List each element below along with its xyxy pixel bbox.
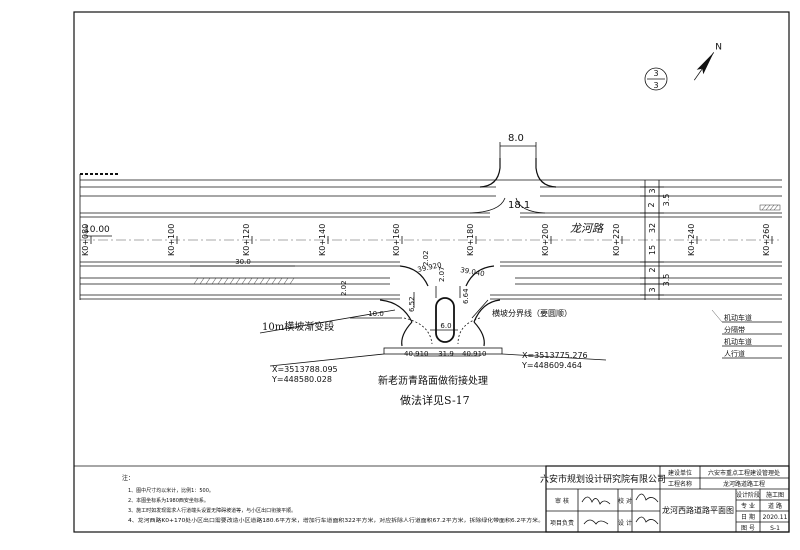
note-2: 2、本图坐标系为1980西安坐标系。	[128, 497, 209, 504]
arc-4091-left: 40.910	[404, 350, 429, 358]
dim-road-width: 18.1	[508, 200, 530, 211]
tb-phase: 施工图	[766, 491, 784, 499]
dim-30: 30.0	[235, 258, 251, 266]
right-dim-2a: 2	[647, 202, 656, 207]
tb-lead-label: 项目负责	[550, 519, 574, 527]
station-label: K0+240	[687, 224, 696, 256]
station-label: K0+160	[392, 224, 401, 256]
right-dim-2b: 2	[648, 267, 657, 272]
tb-no-label: 图 号	[741, 525, 755, 532]
legend-item-1: 机动车道	[724, 313, 752, 322]
tb-project-label: 工程名称	[668, 480, 692, 488]
station-markers: K0+080 K0+100 K0+120 K0+140 K0+160 K0+180 K0+2…	[81, 224, 773, 256]
coord-right-leader	[501, 353, 607, 361]
sheet-index-top: 3	[653, 69, 658, 78]
tb-build-unit-label: 建设单位	[668, 469, 692, 477]
south-entrance-geometry	[350, 265, 503, 357]
station-label: K0+140	[318, 224, 327, 256]
right-dim-3a: 3	[648, 188, 657, 193]
north-arrow-icon: N	[693, 42, 722, 81]
road-lines	[79, 173, 782, 300]
coord-right-y: Y=448609.464	[521, 361, 582, 370]
tb-phase-label: 设计阶段	[736, 491, 760, 499]
tb-review-label: 审 核	[555, 497, 569, 505]
tb-date: 2020.11	[763, 514, 788, 521]
coord-left-x: X=3513788.095	[272, 365, 338, 374]
tb-check-label: 校 对	[618, 497, 632, 505]
note-3: 3、施工时如发现需求人行道端头设置无障碍坡道等，与小区出口衔接平顺。	[128, 507, 296, 514]
legend-item-3: 机动车道	[724, 337, 752, 346]
station-label: K0+220	[612, 224, 621, 256]
tb-drawing-title: 龙河西路道路平面图	[662, 505, 734, 515]
tb-designer-org: 六安市规划设计研究院有限公司	[540, 473, 666, 485]
station-label: K0+180	[466, 224, 475, 256]
vdim-202: 2.02	[340, 280, 348, 296]
dim-width-top: 8.0	[508, 133, 524, 144]
detail-ref: 做法详见S-17	[400, 393, 470, 407]
note-1: 1、图中尺寸均以米计，比例1：500。	[128, 487, 214, 494]
station-label: K0+080	[81, 224, 90, 256]
legend-item-4: 人行道	[724, 349, 745, 358]
coord-left-leader	[269, 353, 385, 367]
transition-label: 10m横坡渐变段	[262, 320, 334, 333]
vdim-202b: 2.02	[422, 250, 430, 266]
arc-4091-right: 40.910	[462, 350, 487, 358]
title-block	[545, 465, 790, 533]
dim-10: 10.0	[368, 310, 384, 318]
separator-label: 横坡分界线（要圆顺）	[492, 308, 572, 318]
station-label: K0+260	[762, 224, 771, 256]
station-label: K0+120	[242, 224, 251, 256]
north-branch-curves	[469, 142, 557, 214]
sheet-index-bottom: 3	[653, 81, 658, 90]
station-label: K0+200	[541, 224, 550, 256]
right-dimension-stack	[640, 180, 664, 300]
tb-project: 龙河路道路工程	[723, 480, 765, 488]
dim-6: 6.0	[440, 322, 451, 330]
right-dim-3b: 3	[648, 287, 657, 292]
north-label: N	[715, 42, 722, 52]
tb-no: S-1	[770, 525, 780, 532]
lane-legend	[711, 309, 782, 359]
sheet-index: 3 3	[644, 67, 668, 91]
asphalt-note: 新老沥青路面做衔接处理	[378, 374, 488, 387]
tb-date-label: 日 期	[741, 513, 755, 521]
right-dim-35b: 3.5	[662, 274, 671, 287]
road-name: 龙河路	[570, 222, 604, 235]
notes-heading: 注：	[122, 474, 134, 482]
note-4: 4、龙河西路K0+170处小区出口需要改造小区道路180.6平方米，增加行车道面…	[128, 517, 544, 524]
right-dim-15: 15	[648, 245, 657, 255]
vdim-652: 6.52	[408, 296, 416, 312]
right-dim-32: 32	[648, 223, 657, 233]
tb-build-unit: 六安市重点工程建设管理处	[708, 469, 780, 477]
legend-item-2: 分隔带	[724, 325, 745, 334]
hatch-patches	[193, 204, 781, 285]
coord-right-x: X=3513775.276	[522, 351, 588, 360]
left-elevation: 10.00	[84, 225, 110, 235]
station-label: K0+100	[167, 224, 176, 256]
vdim-207: 2.07	[438, 266, 446, 282]
separator-leader	[471, 299, 489, 319]
right-dim-35a: 3.5	[662, 194, 671, 207]
tb-design-label: 设 计	[618, 519, 632, 527]
coord-left-y: Y=448580.028	[271, 375, 332, 384]
transition-leader	[259, 309, 396, 334]
tb-major: 道 路	[768, 502, 782, 510]
dim-319: 31.9	[438, 350, 454, 358]
sheet-border	[73, 11, 790, 533]
tb-major-label: 专 业	[741, 502, 755, 510]
vdim-664: 6.64	[462, 288, 470, 304]
